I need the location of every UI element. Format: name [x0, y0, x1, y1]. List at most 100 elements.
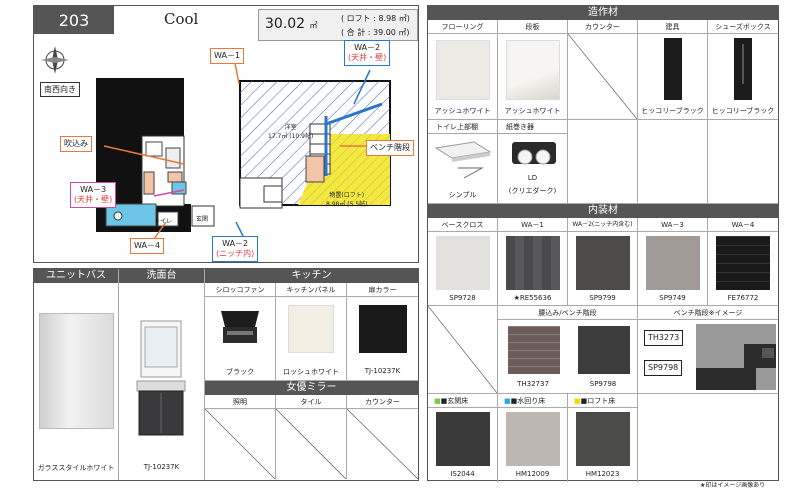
- zosaku-row2-header-1: 紙巻き器: [498, 120, 568, 134]
- step-board-cell: アッシュホワイト: [498, 34, 568, 120]
- kitchen-header-2: 扉カラー: [347, 283, 418, 297]
- zosaku-caption-1: アッシュホワイト: [504, 107, 561, 115]
- zosaku-header-0: フローリング: [428, 20, 498, 34]
- naiso-header-2: WA－2(ニッチ内含む): [568, 218, 638, 232]
- kitchen-caption-0: ブラック: [226, 368, 254, 376]
- zosaku-header-4: シューズボックス: [708, 20, 778, 34]
- unit-bath-image: [39, 313, 114, 429]
- bench-materials-header: 腰込み/ベンチ階段: [498, 306, 637, 320]
- bench-materials-cell: 腰込み/ベンチ階段 TH32737 SP9798: [498, 306, 638, 394]
- label-wa4: WA－4: [130, 238, 165, 254]
- toilet-shelf-cell: シンプル: [428, 134, 498, 204]
- shoebox-cell: ヒッコリーブラック: [708, 34, 778, 120]
- naiso-header-3: WA－3: [638, 218, 708, 232]
- flooring-cell: アッシュホワイト: [428, 34, 498, 120]
- bench-code-1: SP9798: [589, 380, 617, 388]
- materials-panel: 造作材 フローリング 段板 カウンター 建具 シューズボックス アッシュホワイト…: [427, 5, 779, 482]
- flooring-swatch: [436, 40, 490, 100]
- kitchen-header-0: シロッコファン: [205, 283, 276, 297]
- naiso-swatch-0: [436, 236, 490, 290]
- washbasin-caption: TJ-10237K: [143, 463, 180, 471]
- zosaku-row2-caption-1: LD: [527, 174, 538, 182]
- area-total: ( 合 計 : 39.00 ㎡): [341, 28, 410, 37]
- kitchen-title: キッチン: [205, 269, 418, 283]
- brick-swatch: [508, 326, 560, 374]
- floor-swatch-0: [436, 412, 490, 466]
- floor-swatch-2: [576, 412, 630, 466]
- kitchen-caption-1: ロッシュホワイト: [283, 368, 339, 376]
- label-wa2-niche: WA－2 (ニッチ内): [212, 236, 259, 262]
- room-toilet: トイレ: [154, 218, 173, 225]
- bench-code-0: TH32737: [517, 380, 549, 388]
- room-entrance: 玄関: [196, 216, 209, 223]
- door-swatch: [664, 38, 682, 100]
- naiso-header-0: ベースクロス: [428, 218, 498, 232]
- area-loft: ( ロフト : 8.98 ㎡): [341, 14, 410, 23]
- label-wa1: WA－1: [210, 48, 245, 64]
- kitchen-door-swatch: [359, 305, 407, 353]
- floor-swatch-1: [506, 412, 560, 466]
- label-fukikomi: 吹込み: [60, 136, 92, 152]
- naiso-code-2: SP9799: [589, 294, 616, 302]
- washbasin-column: 洗面台 TJ-10237K: [119, 269, 205, 480]
- zosaku-caption-3: ヒッコリーブラック: [641, 107, 704, 115]
- naiso-code-1: ★RE55636: [513, 294, 552, 302]
- kitchen-section: キッチン シロッコファン キッチンパネル 扉カラー ブラック ロッシュホワイト …: [205, 269, 418, 381]
- washbasin-title: 洗面台: [119, 269, 204, 283]
- naiso-title: 内装材: [428, 204, 778, 218]
- naiso-header-4: WA－4: [708, 218, 778, 232]
- kitchen-fan-cell: ブラック: [205, 297, 276, 381]
- naiso-swatch-4: [716, 236, 770, 290]
- orientation-label: 南西向き: [40, 82, 80, 97]
- mirror-header-2: カウンター: [347, 395, 418, 409]
- kitchen-panel-cell: ロッシュホワイト: [276, 297, 347, 381]
- zosaku-title: 造作材: [428, 6, 778, 20]
- mirror-empty-0: [205, 409, 276, 479]
- mirror-empty-2: [347, 409, 418, 479]
- floor-code-0: IS2044: [450, 470, 475, 478]
- mirror-empty-1: [276, 409, 347, 479]
- zosaku-caption-0: アッシュホワイト: [434, 107, 491, 115]
- kitchen-caption-2: TJ-10237K: [364, 367, 401, 375]
- bench-swatch: [578, 326, 630, 374]
- naiso-swatch-3: [646, 236, 700, 290]
- zosaku-header-2: カウンター: [568, 20, 638, 34]
- naiso-cell-0: SP9728: [428, 232, 498, 306]
- floor-code-1: HM12009: [515, 470, 550, 478]
- bench-image-header: ベンチ階段※イメージ: [638, 306, 778, 320]
- floor-cell-1: HM12009: [498, 408, 568, 482]
- unit-bath-caption: ガラススタイルホワイト: [37, 464, 115, 472]
- unit-bath-column: ユニットバス ガラススタイルホワイト: [34, 269, 119, 480]
- naiso-header-1: WA－1: [498, 218, 568, 232]
- zosaku-header-3: 建具: [638, 20, 708, 34]
- washbasin-image: [136, 320, 186, 436]
- counter-empty-cell: [568, 34, 638, 120]
- compass-icon: [41, 46, 69, 74]
- naiso-cell-1: ★RE55636: [498, 232, 568, 306]
- floor-cell-2: HM12023: [568, 408, 638, 482]
- zosaku-row2-caption-0: シンプル: [448, 191, 477, 199]
- naiso-row2-empty: [428, 306, 498, 394]
- floor-plan: 203 Cool 30.02 ㎡ ( ロフト : 8.98 ㎡) ( 合 計 :…: [33, 5, 419, 263]
- floor-code-2: HM12023: [585, 470, 620, 478]
- equipment-table: ユニットバス ガラススタイルホワイト 洗面台 TJ-10237K キッチン シロ…: [33, 268, 419, 481]
- naiso-swatch-1: [506, 236, 560, 290]
- zosaku-header-1: 段板: [498, 20, 568, 34]
- bench-image-label-1: SP9798: [644, 360, 683, 376]
- label-wa2-ceiling: WA－2 (天井・壁): [344, 40, 391, 66]
- zosaku-row2-header-0: トイレ上部棚: [428, 120, 498, 134]
- mirror-header-1: タイル: [276, 395, 347, 409]
- room-number: 203: [34, 6, 114, 34]
- paper-holder-cell: LD (クリエダーク): [498, 134, 568, 204]
- room-yoshitsu: 洋室: [284, 124, 297, 131]
- plan-name: Cool: [164, 10, 199, 28]
- label-wa3: WA－3 (天井・壁): [70, 182, 117, 208]
- range-hood-image: [221, 311, 259, 343]
- bench-image: [696, 324, 776, 390]
- kitchen-panel-swatch: [288, 305, 334, 353]
- door-cell: ヒッコリーブラック: [638, 34, 708, 120]
- mirror-section: 女優ミラー 照明 タイル カウンター: [205, 381, 418, 480]
- naiso-cell-3: SP9749: [638, 232, 708, 306]
- image-note: ★印はイメージ画像あり: [700, 482, 766, 489]
- kitchen-door-cell: TJ-10237K: [347, 297, 418, 381]
